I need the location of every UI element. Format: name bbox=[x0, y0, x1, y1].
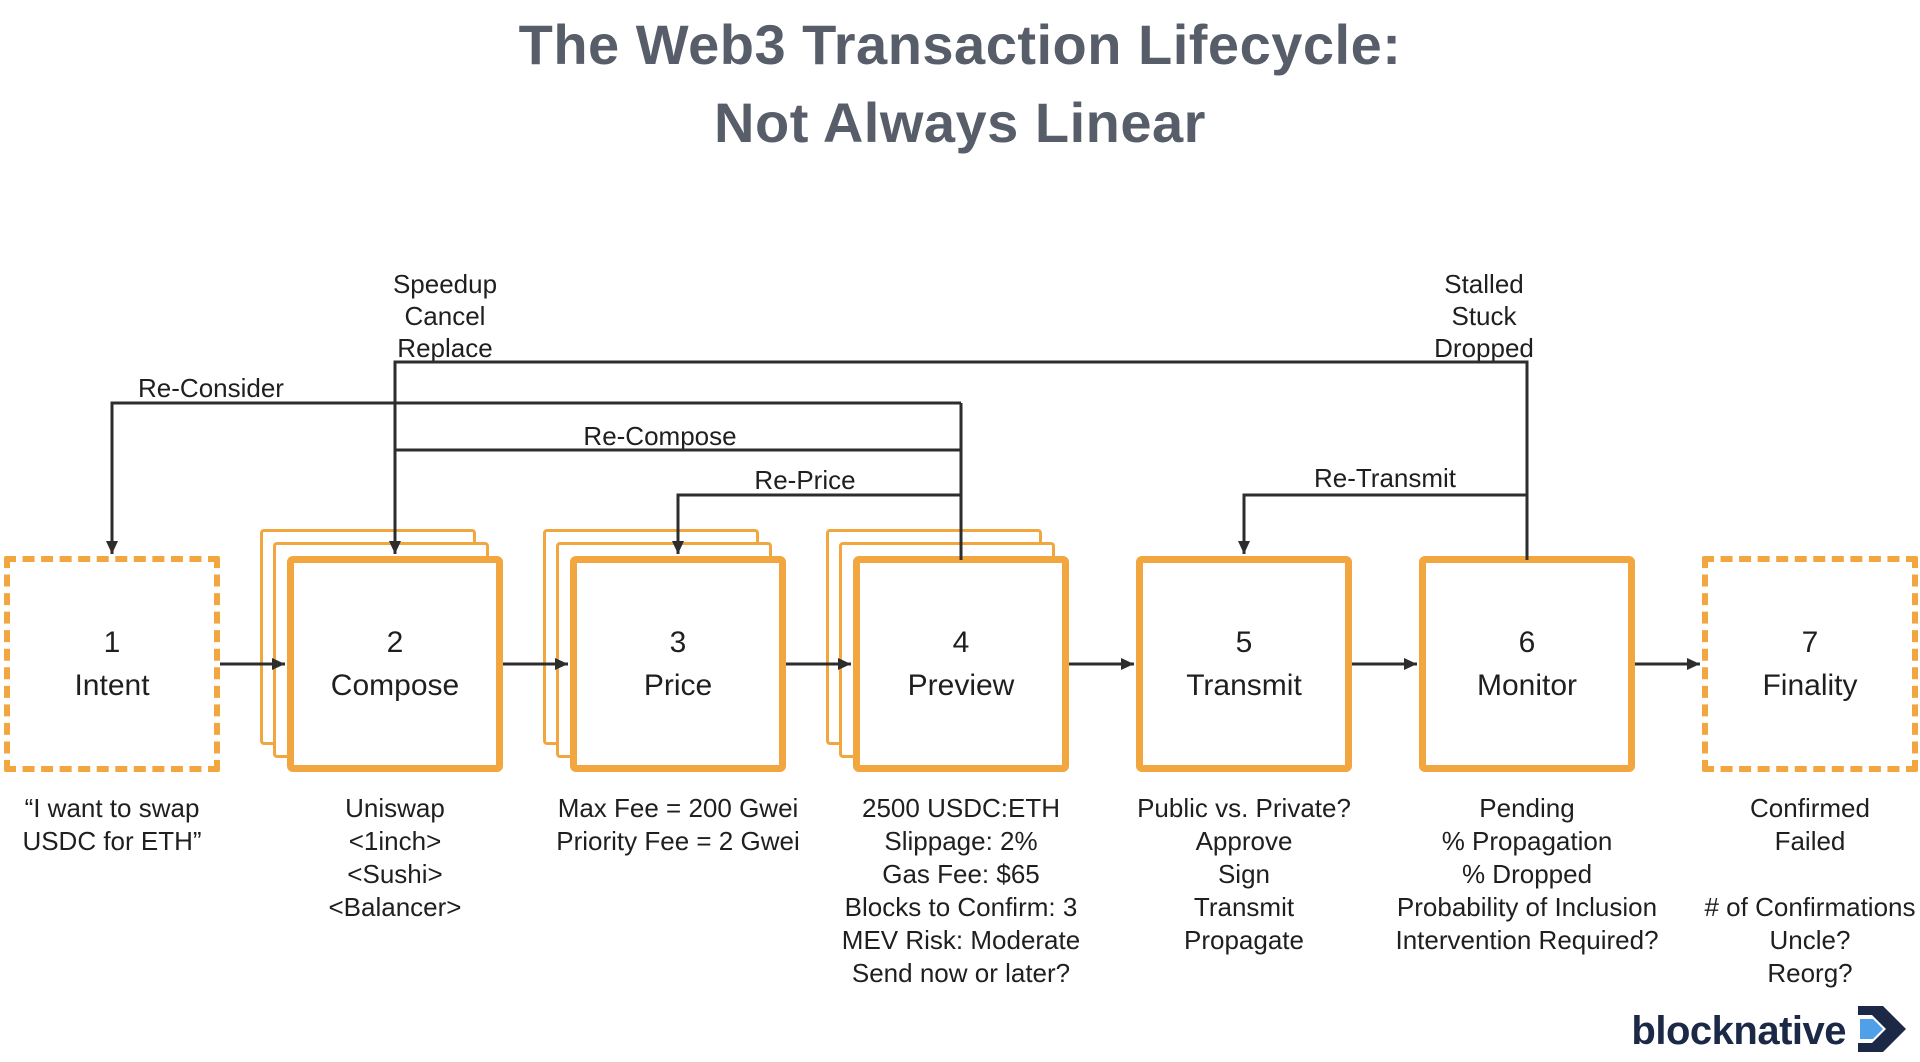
note-line: “I want to swap bbox=[24, 793, 200, 823]
notes-finality: Confirmed Failed # of Confirmations Uncl… bbox=[1630, 792, 1920, 990]
label-dropped: Dropped bbox=[1434, 333, 1534, 363]
note-line bbox=[1630, 858, 1920, 891]
stage-number: 4 bbox=[952, 626, 970, 659]
note-line: MEV Risk: Moderate bbox=[841, 925, 1081, 955]
stage-face-finality: 7 Finality bbox=[1702, 556, 1918, 772]
label-reprice: Re-Price bbox=[754, 465, 856, 495]
label-stalled: Stalled bbox=[1444, 269, 1524, 299]
note-line: Public vs. Private? bbox=[1137, 793, 1351, 823]
notes-compose: Uniswap <1inch> <Sushi> <Balancer> bbox=[215, 792, 575, 924]
note-line: <Sushi> bbox=[347, 859, 443, 889]
stage-face-preview: 4 Preview bbox=[853, 556, 1069, 772]
note-line: Probability of Inclusion bbox=[1396, 892, 1658, 922]
stage-box-preview: 4 Preview bbox=[826, 529, 1069, 772]
blocknative-wordmark: blocknative bbox=[1631, 1009, 1846, 1053]
stage-number: 7 bbox=[1801, 626, 1819, 659]
blocknative-mark-icon bbox=[1856, 1006, 1906, 1057]
title-line-2: Not Always Linear bbox=[714, 91, 1206, 154]
label-stalled-stuck-dropped: Stalled Stuck Dropped bbox=[1434, 268, 1534, 364]
note-line: Transmit bbox=[1193, 892, 1295, 922]
note-line: Reorg? bbox=[1767, 958, 1853, 988]
notes-preview: 2500 USDC:ETH Slippage: 2% Gas Fee: $65 … bbox=[781, 792, 1141, 990]
note-line: Blocks to Confirm: 3 bbox=[844, 892, 1078, 922]
stage-number: 2 bbox=[386, 626, 404, 659]
diagram-title: The Web3 Transaction Lifecycle: Not Alwa… bbox=[0, 6, 1920, 162]
stage-face-intent: 1 Intent bbox=[4, 556, 220, 772]
stage-number: 5 bbox=[1235, 626, 1253, 659]
note-line: Send now or later? bbox=[851, 958, 1071, 988]
note-line: Slippage: 2% bbox=[884, 826, 1038, 856]
notes-transmit: Public vs. Private? Approve Sign Transmi… bbox=[1064, 792, 1424, 957]
note-line: Approve bbox=[1195, 826, 1293, 856]
title-line-1: The Web3 Transaction Lifecycle: bbox=[518, 13, 1402, 76]
stage-box-monitor: 6 Monitor bbox=[1419, 556, 1635, 772]
label-speedup-cancel-replace: Speedup Cancel Replace bbox=[393, 268, 497, 364]
note-line: Confirmed bbox=[1750, 793, 1870, 823]
stage-label: Compose bbox=[330, 669, 460, 702]
stage-label: Transmit bbox=[1186, 669, 1302, 702]
arrow-retransmit bbox=[1238, 493, 1527, 554]
note-line: 2500 USDC:ETH bbox=[862, 793, 1060, 823]
note-line: Propagate bbox=[1184, 925, 1304, 955]
note-line: # of Confirmations bbox=[1704, 892, 1916, 922]
label-replace: Replace bbox=[397, 333, 493, 363]
stage-label: Preview bbox=[907, 669, 1015, 702]
stage-number: 1 bbox=[103, 626, 121, 659]
notes-price: Max Fee = 200 Gwei Priority Fee = 2 Gwei bbox=[498, 792, 858, 858]
label-cancel: Cancel bbox=[404, 301, 486, 331]
note-line: Max Fee = 200 Gwei bbox=[557, 793, 799, 823]
note-line: Sign bbox=[1217, 859, 1271, 889]
stage-number: 6 bbox=[1518, 626, 1536, 659]
stage-box-finality: 7 Finality bbox=[1702, 556, 1918, 772]
note-line: Failed bbox=[1774, 826, 1846, 856]
note-line: <Balancer> bbox=[328, 892, 462, 922]
stage-label: Intent bbox=[74, 669, 150, 702]
stage-face-monitor: 6 Monitor bbox=[1419, 556, 1635, 772]
label-recompose: Re-Compose bbox=[583, 421, 737, 451]
stage-label: Finality bbox=[1762, 669, 1858, 702]
note-line: Priority Fee = 2 Gwei bbox=[556, 826, 800, 856]
note-line: USDC for ETH” bbox=[22, 826, 202, 856]
stage-face-compose: 2 Compose bbox=[287, 556, 503, 772]
stage-number: 3 bbox=[669, 626, 687, 659]
stage-face-price: 3 Price bbox=[570, 556, 786, 772]
stage-box-intent: 1 Intent bbox=[4, 556, 220, 772]
note-line: Pending bbox=[1479, 793, 1575, 823]
stage-box-compose: 2 Compose bbox=[260, 529, 503, 772]
note-line: Intervention Required? bbox=[1395, 925, 1659, 955]
stage-label: Price bbox=[643, 669, 713, 702]
stage-box-transmit: 5 Transmit bbox=[1136, 556, 1352, 772]
blocknative-logo: blocknative bbox=[1631, 1006, 1906, 1057]
label-retransmit: Re-Transmit bbox=[1313, 463, 1457, 493]
stage-box-price: 3 Price bbox=[543, 529, 786, 772]
note-line: % Dropped bbox=[1461, 859, 1593, 889]
stage-label: Monitor bbox=[1476, 669, 1578, 702]
note-line: Gas Fee: $65 bbox=[882, 859, 1040, 889]
note-line: Uniswap bbox=[345, 793, 445, 823]
notes-monitor: Pending % Propagation % Dropped Probabil… bbox=[1347, 792, 1707, 957]
label-speedup: Speedup bbox=[392, 269, 498, 299]
stage-face-transmit: 5 Transmit bbox=[1136, 556, 1352, 772]
note-line: <1inch> bbox=[348, 826, 442, 856]
note-line: Uncle? bbox=[1769, 925, 1851, 955]
label-reconsider: Re-Consider bbox=[138, 373, 284, 403]
label-stuck: Stuck bbox=[1451, 301, 1517, 331]
note-line: % Propagation bbox=[1441, 826, 1613, 856]
notes-intent: “I want to swap USDC for ETH” bbox=[0, 792, 292, 858]
